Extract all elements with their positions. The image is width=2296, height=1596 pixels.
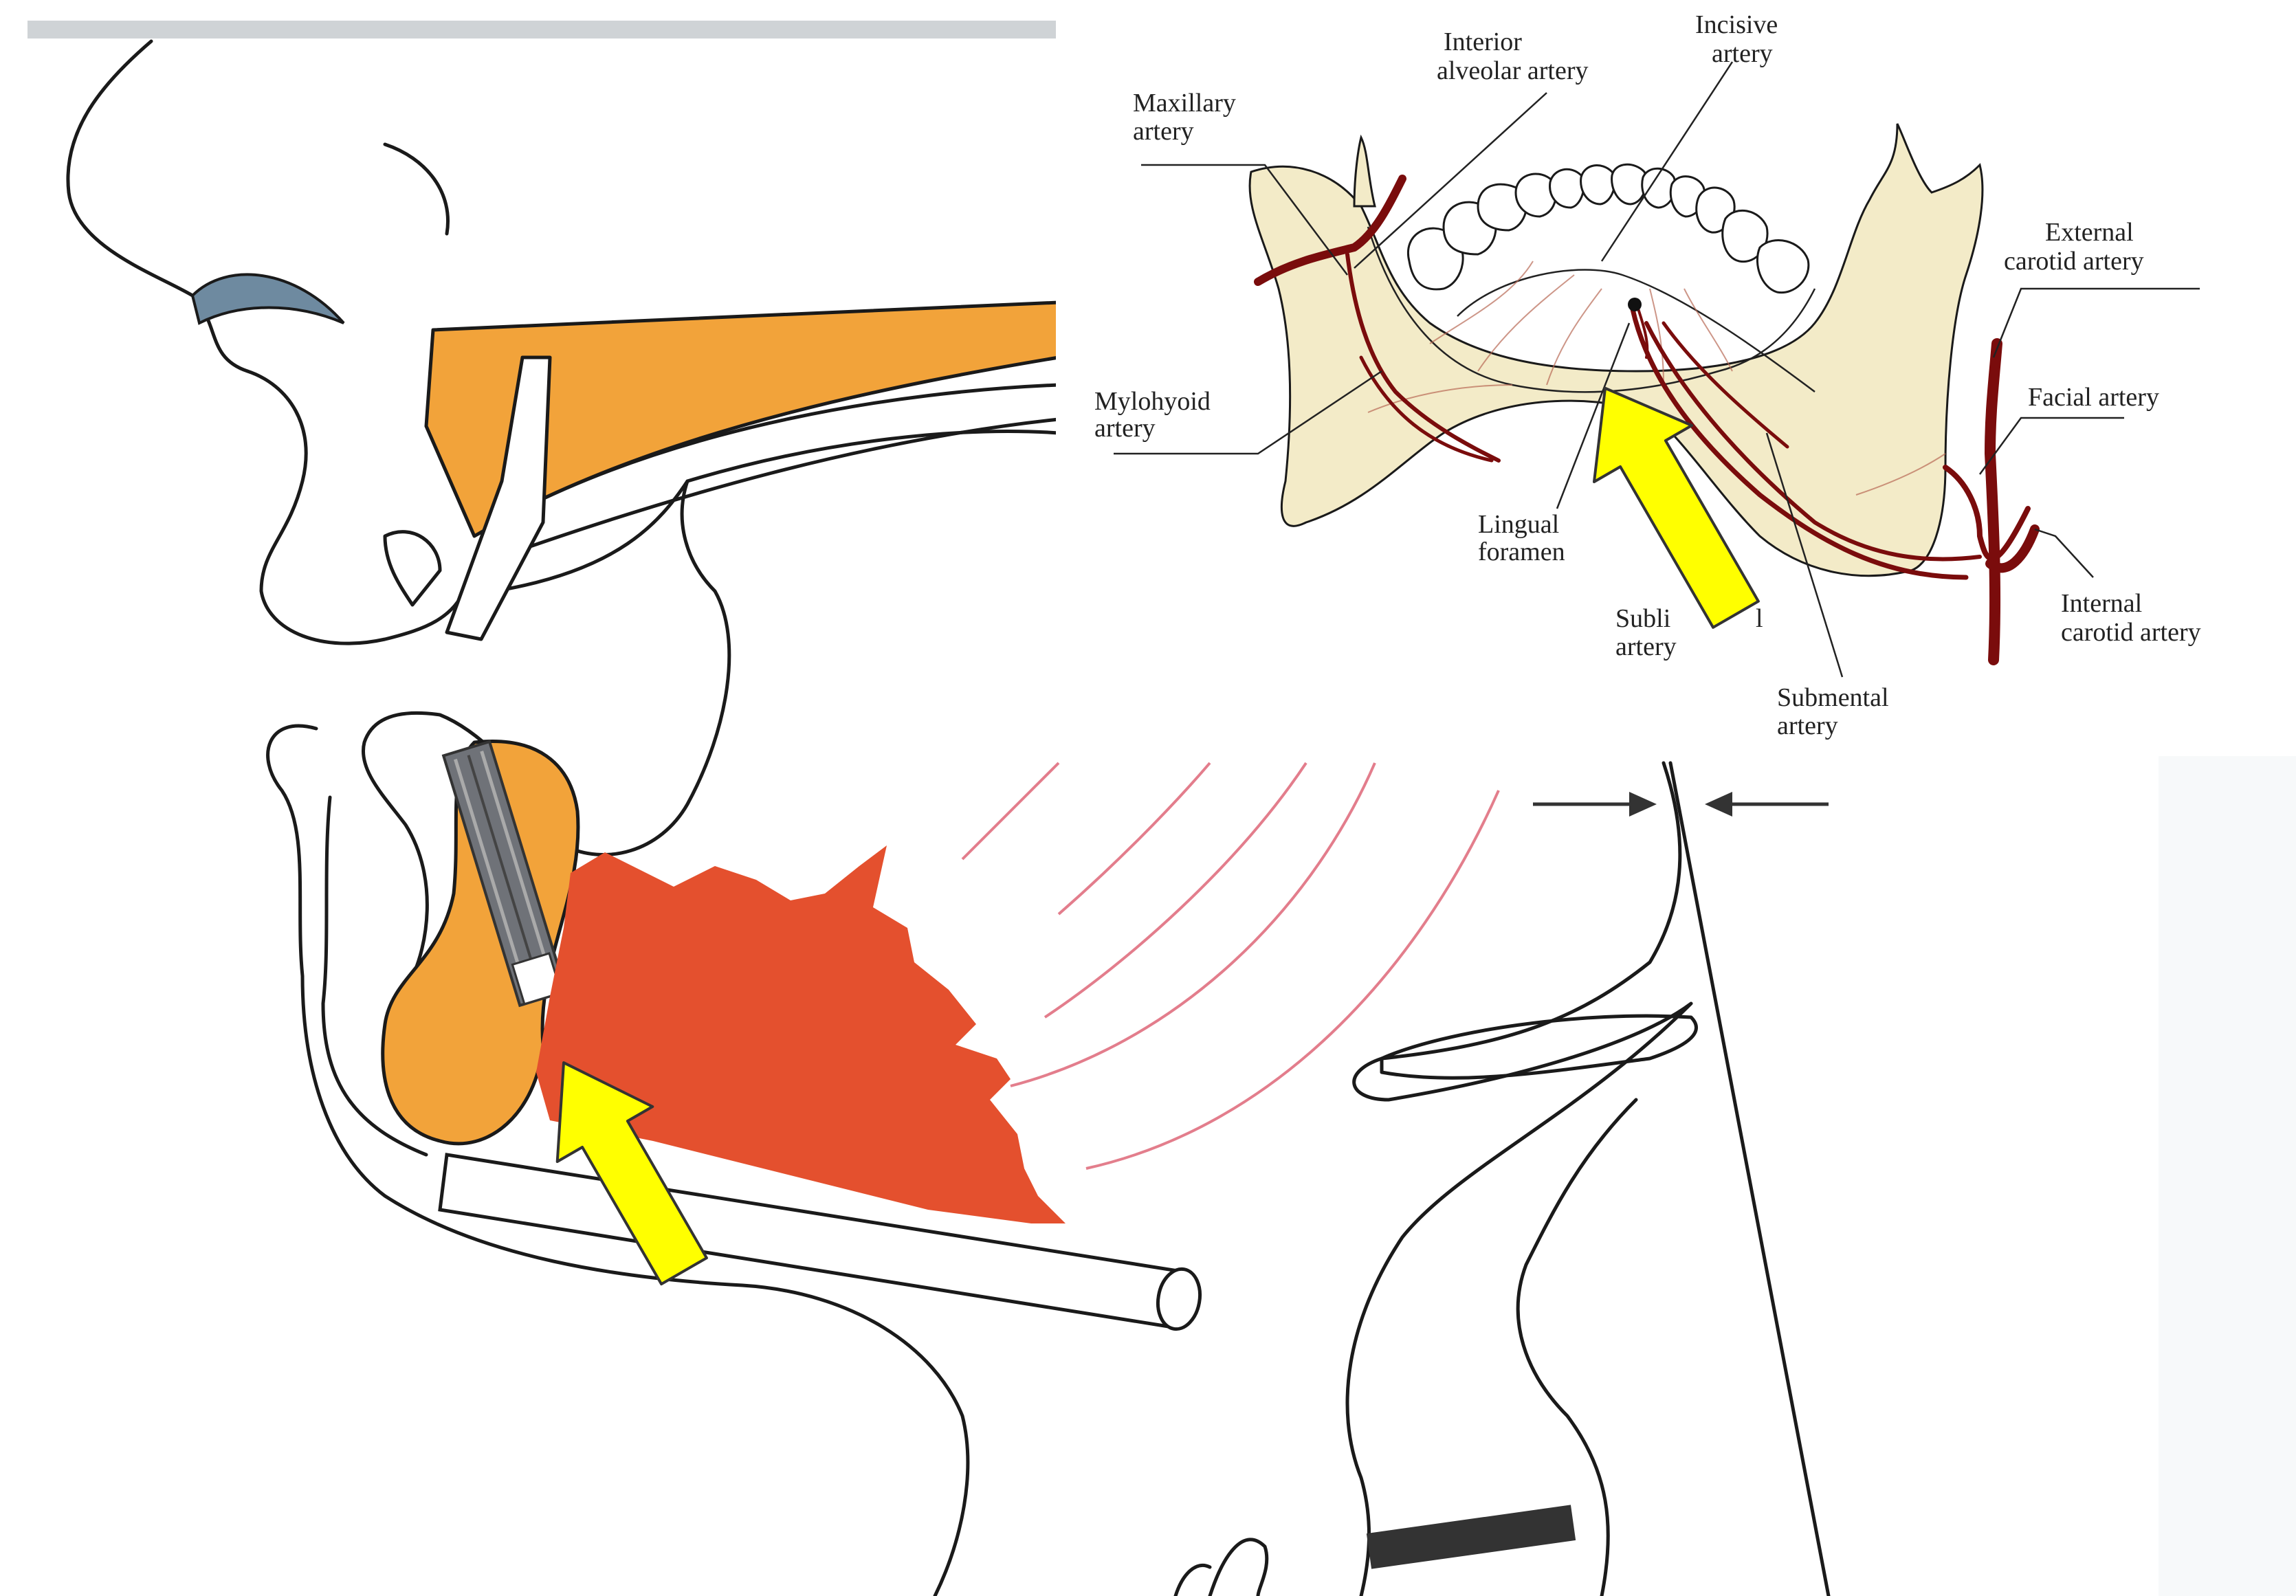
label-incisive-1: Incisive xyxy=(1695,10,1778,39)
label-incisive-2: artery xyxy=(1712,39,1773,68)
label-lingual-2: foramen xyxy=(1478,537,1565,566)
label-mylohyoid-1: Mylohyoid xyxy=(1094,387,1211,416)
wave-2 xyxy=(1059,763,1210,914)
arrowhead-icon xyxy=(1629,792,1657,817)
external-carotid-artery xyxy=(1990,344,1997,660)
label-interior-2: alveolar artery xyxy=(1437,56,1588,85)
incisor-2 xyxy=(385,532,440,605)
label-mylohyoid-2: artery xyxy=(1094,414,1156,443)
lower-curl xyxy=(1210,1540,1267,1596)
label-facial: Facial artery xyxy=(2028,383,2159,412)
label-internal-2: carotid artery xyxy=(2061,618,2201,647)
wave-4 xyxy=(1011,763,1375,1086)
spine-line xyxy=(1670,763,1829,1596)
cartilage-bar xyxy=(1367,1505,1576,1569)
pharynx-outline xyxy=(564,481,729,855)
label-external-1: External xyxy=(2045,218,2134,247)
label-internal-1: Internal xyxy=(2061,589,2142,618)
label-lingual-1: Lingual xyxy=(1478,510,1559,539)
label-submental-1: Submental xyxy=(1777,683,1889,712)
tooth-12 xyxy=(1757,241,1808,293)
right-faint-panel xyxy=(2159,756,2296,1596)
label-interior-1: Interior xyxy=(1444,27,1522,56)
label-maxillary-1: Maxillary xyxy=(1133,89,1236,118)
label-sublingual-1: Subli xyxy=(1615,604,1670,633)
radiating-waves xyxy=(962,763,1499,1168)
lingual-foramen-dot xyxy=(1628,298,1642,311)
inset-mandible-illustration: Interior alveolar artery Incisive artery… xyxy=(1056,0,2296,756)
nose-outline xyxy=(68,41,247,371)
nostril xyxy=(192,274,344,323)
label-sublingual-1b: l xyxy=(1756,604,1763,633)
wave-1 xyxy=(962,763,1059,859)
tooth-6 xyxy=(1581,166,1615,204)
top-border-bar xyxy=(27,21,1059,38)
label-maxillary-2: artery xyxy=(1133,117,1194,146)
lower-curl-2 xyxy=(1175,1565,1210,1596)
tooth-5 xyxy=(1550,169,1584,208)
label-submental-2: artery xyxy=(1777,711,1838,740)
wave-5 xyxy=(1086,790,1499,1168)
label-external-2: carotid artery xyxy=(2004,247,2144,276)
arrowhead-icon xyxy=(1705,792,1732,817)
label-sublingual-2: artery xyxy=(1615,632,1677,661)
airway-line-left xyxy=(1347,763,1691,1596)
eye-arc xyxy=(385,144,448,234)
